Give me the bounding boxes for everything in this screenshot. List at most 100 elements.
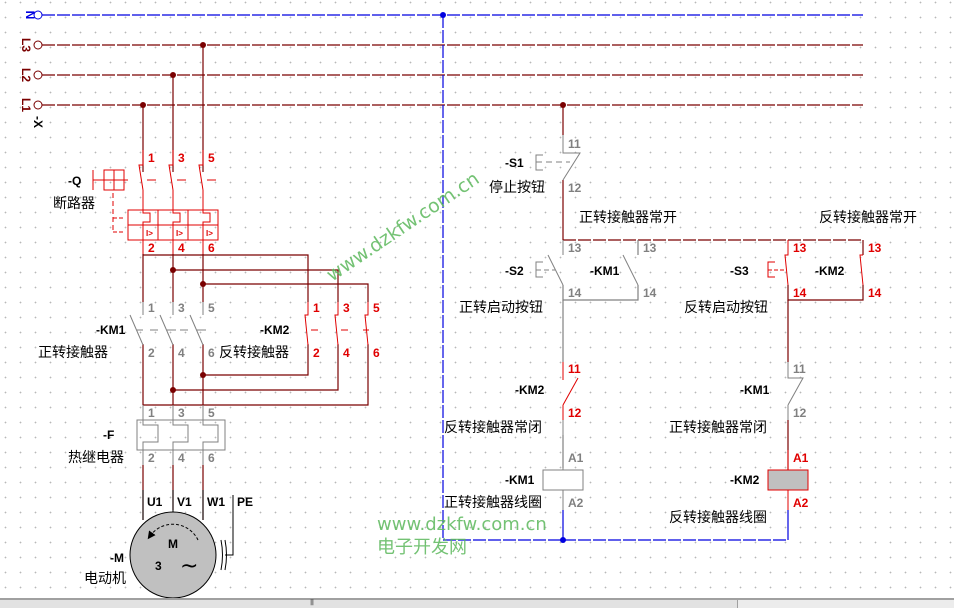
- s2-pin-14: 14: [568, 286, 582, 300]
- watermark-url: www.dzkfw.com.cn: [377, 514, 547, 535]
- s3-tag: -S3: [730, 264, 749, 278]
- bus-l3-label: L3: [19, 38, 33, 52]
- breaker-pin-3: 3: [178, 151, 185, 165]
- km2-main-contacts[interactable]: 1 3 5 2 4 6 -KM2 反转接触器: [219, 301, 380, 361]
- km2-coil-a1: A1: [793, 451, 809, 465]
- km2-aux-no-contact[interactable]: 13 14 -KM2: [815, 241, 882, 300]
- thermal-name: 热继电器: [68, 450, 124, 466]
- motor-symbol-letter: M: [168, 537, 178, 551]
- bus-lines: N L3 L2 L1 -X: [19, 10, 863, 128]
- km2-nc-tag: -KM2: [515, 383, 545, 397]
- thermal-pin-2: 2: [148, 451, 155, 465]
- rev-start-button-s3[interactable]: 13 14 -S3 反转启动按钮: [684, 240, 807, 316]
- watermark-site-name: 电子开发网: [377, 537, 467, 558]
- km2-main-pin-1: 1: [313, 301, 320, 315]
- scrollbar-thumb[interactable]: |||: [0, 600, 738, 608]
- s3-name: 反转启动按钮: [684, 300, 768, 316]
- km1-nc-name: 正转接触器常闭: [669, 419, 767, 436]
- thermal-pin-3: 3: [178, 406, 185, 420]
- km1-coil-a2: A2: [568, 496, 584, 510]
- km1-main-pin-4: 4: [178, 346, 185, 360]
- motor-terminal-u1: U1: [147, 495, 163, 509]
- breaker-pin-1: 1: [148, 151, 155, 165]
- bus-n-terminal: [33, 10, 43, 20]
- km2-coil-name: 反转接触器线圈: [669, 509, 767, 526]
- bus-group-tag: -X: [31, 116, 45, 128]
- thermal-relay-f[interactable]: 1 3 5 2 4 6 -F 热继电器: [68, 405, 226, 466]
- breaker-pin-5: 5: [208, 151, 215, 165]
- breaker-q[interactable]: I> I> I> 1 3 5 2 4 6 -Q 断路器: [53, 150, 219, 255]
- scrollbar-grip-icon: |||: [310, 599, 314, 606]
- km1-main-pin-6: 6: [208, 346, 215, 360]
- bus-l2-terminal: [33, 70, 43, 80]
- km1-aux-nc-contact[interactable]: 11 12 -KM1 正转接触器常闭: [669, 362, 807, 436]
- km2-aux-no-tag: -KM2: [815, 264, 845, 278]
- km1-coil-name: 正转接触器线圈: [444, 494, 542, 511]
- s2-tag: -S2: [505, 264, 524, 278]
- km1-nc-pin-11: 11: [793, 362, 806, 376]
- km2-coil-tag: -KM2: [730, 473, 760, 487]
- km2-main-pin-4: 4: [343, 346, 350, 360]
- svg-text:I>: I>: [206, 229, 213, 238]
- km1-main-pin-3: 3: [178, 301, 185, 315]
- bus-l1-label: L1: [19, 98, 33, 112]
- km2-coil-a2: A2: [793, 496, 809, 510]
- breaker-pin-2: 2: [148, 241, 155, 255]
- rotation-arrow-icon: [147, 523, 199, 541]
- thermal-pin-6: 6: [208, 451, 215, 465]
- bus-n-label: N: [23, 11, 37, 20]
- km1-aux-no-tag: -KM1: [590, 264, 620, 278]
- control-wiring: [442, 15, 864, 541]
- svg-text:I>: I>: [146, 229, 153, 238]
- fwd-no-label: 正转接触器常开: [579, 209, 677, 226]
- km1-main-name: 正转接触器: [38, 344, 108, 361]
- km2-main-tag: -KM2: [260, 323, 290, 337]
- km1-main-pin-1: 1: [148, 301, 155, 315]
- motor-terminal-pe: PE: [237, 495, 253, 509]
- km1-nc-pin-12: 12: [793, 406, 807, 420]
- svg-text:I>: I>: [176, 229, 183, 238]
- s2-name: 正转启动按钮: [459, 300, 543, 316]
- km1-nc-tag: -KM1: [740, 383, 770, 397]
- km2-nc-pin-12: 12: [568, 406, 582, 420]
- km1-coil-tag: -KM1: [505, 473, 535, 487]
- km1-main-contacts[interactable]: 1 3 5 2 4 6 -KM1 正转接触器: [38, 301, 215, 361]
- km1-aux-no-pin-14: 14: [643, 286, 657, 300]
- km1-coil-a1: A1: [568, 451, 584, 465]
- km1-main-pin-5: 5: [208, 301, 215, 315]
- s1-tag: -S1: [505, 156, 524, 170]
- power-junctions: [140, 42, 206, 393]
- stop-button-s1[interactable]: 11 12 -S1 停止按钮: [489, 135, 582, 196]
- motor-phase-count: 3: [155, 559, 162, 573]
- control-junctions: [440, 12, 566, 543]
- km1-main-tag: -KM1: [96, 323, 126, 337]
- thermal-pin-4: 4: [178, 451, 185, 465]
- breaker-tag: -Q: [68, 174, 81, 188]
- km2-nc-name: 反转接触器常闭: [444, 419, 542, 436]
- km2-main-pin-2: 2: [313, 346, 320, 360]
- s3-pin-13: 13: [793, 241, 807, 255]
- km1-aux-no-pin-13: 13: [643, 241, 657, 255]
- s1-name: 停止按钮: [489, 179, 545, 196]
- km2-main-pin-5: 5: [373, 301, 380, 315]
- fwd-start-button-s2[interactable]: 13 14 -S2 正转启动按钮: [459, 240, 582, 316]
- horizontal-scrollbar[interactable]: |||: [0, 598, 954, 608]
- thermal-pin-1: 1: [148, 406, 155, 420]
- s2-pin-13: 13: [568, 241, 582, 255]
- km2-aux-nc-contact[interactable]: 11 12 -KM2 反转接触器常闭: [444, 362, 582, 468]
- breaker-pin-4: 4: [178, 241, 185, 255]
- bus-l1-terminal: [33, 100, 43, 110]
- motor-terminal-v1: V1: [177, 495, 192, 509]
- motor-terminal-w1: W1: [207, 495, 225, 509]
- thermal-pin-5: 5: [208, 406, 215, 420]
- s3-pin-14: 14: [793, 286, 807, 300]
- km1-coil[interactable]: A1 A2 -KM1 正转接触器线圈: [444, 451, 584, 511]
- breaker-pin-6: 6: [208, 241, 215, 255]
- motor-m[interactable]: M 3 ~ U1 V1 W1 PE -M 电动机: [84, 490, 253, 598]
- km1-aux-no-contact[interactable]: 13 14 -KM1: [590, 241, 657, 300]
- motor-body: [129, 511, 217, 598]
- km2-coil[interactable]: A1 A2 -KM2 反转接触器线圈: [669, 450, 809, 526]
- km1-main-pin-2: 2: [148, 346, 155, 360]
